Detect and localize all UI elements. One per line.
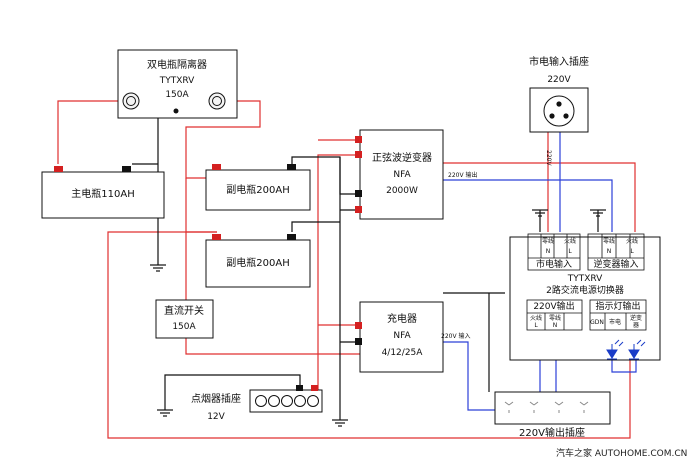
switcher-title: 2路交流电源切换器 — [546, 286, 624, 296]
main-battery-box — [41, 171, 165, 219]
switcher-inverter-live: 火线 — [625, 238, 639, 245]
watermark: 汽车之家 AUTOHOME.COM.CN — [556, 449, 688, 459]
aux-battery-2-box — [205, 239, 311, 288]
switcher-inverter-neutral: 零线 — [602, 238, 616, 245]
switcher-output-neutral: 零线 — [548, 315, 562, 322]
charger-brand: NFA — [393, 331, 411, 341]
mains-socket-voltage: 220V — [547, 75, 571, 85]
switcher-mains-neutral: 零线 — [541, 238, 555, 245]
mains-socket-plug — [543, 95, 575, 127]
switcher-inverter-n: N — [606, 248, 612, 255]
dc-switch-rating: 150A — [172, 322, 196, 332]
dc-switch-title: 直流开关 — [164, 306, 204, 317]
switcher-mains-label: 市电输入 — [535, 260, 573, 270]
isolator-title: 双电瓶隔离器 — [147, 60, 207, 71]
switcher-inverter-l: L — [630, 248, 634, 255]
inverter-title: 正弦波逆变器 — [372, 153, 432, 164]
inverter-box — [359, 129, 444, 220]
switcher-output-label: 220V输出 — [533, 302, 575, 312]
switcher-output-block — [526, 299, 583, 331]
dc-switch-box — [155, 299, 214, 339]
output-socket-outlets — [504, 401, 589, 413]
charger-input-label: 220V 输入 — [441, 333, 471, 340]
switcher-output-l: L — [534, 322, 538, 329]
switcher-output-n: N — [552, 322, 558, 329]
inverter-output-label: 220V 输出 — [448, 172, 478, 179]
switcher-mains-n: N — [545, 248, 551, 255]
switcher-indicator-inverter-1: 逆变 — [629, 315, 643, 322]
main-battery-label: 主电瓶110AH — [71, 189, 135, 200]
charger-box — [359, 301, 444, 373]
positive-wires — [57, 100, 636, 439]
switcher-mains-l: L — [568, 248, 572, 255]
switcher-indicator-label: 指示灯输出 — [595, 302, 641, 312]
indicator-leds — [606, 339, 646, 360]
battery-terminals — [54, 164, 296, 240]
aux-battery-2-label: 副电瓶200AH — [226, 258, 290, 269]
aux-battery-1-label: 副电瓶200AH — [226, 185, 290, 196]
isolator-rating: 150A — [165, 90, 189, 100]
cigarette-socket-neg-terminal — [296, 385, 303, 391]
switcher-indicator-block — [589, 299, 647, 331]
switcher-mains-live: 火线 — [563, 238, 577, 245]
output-socket-label: 220V输出插座 — [519, 428, 585, 439]
cigarette-socket-title: 点烟器插座 — [191, 394, 241, 405]
aux-battery-1-box — [205, 169, 311, 211]
switcher-indicator-inverter-2: 器 — [632, 322, 640, 329]
inverter-brand: NFA — [393, 170, 411, 180]
cigarette-socket-pos-terminal — [311, 385, 318, 391]
inverter-terminals — [355, 136, 362, 213]
isolator-brand: TYTXRV — [159, 76, 195, 86]
switcher-indicator-mains: 市电 — [608, 319, 622, 326]
output-socket-box — [494, 391, 611, 425]
isolator-terminals — [122, 92, 226, 110]
charger-rating: 4/12/25A — [381, 348, 423, 358]
inverter-power: 2000W — [386, 186, 418, 196]
switcher-brand: TYTXRV — [567, 274, 603, 284]
cigarette-socket-holes — [255, 395, 319, 407]
switcher-indicator-gdn: GDN — [590, 319, 604, 326]
isolator-ground-node — [173, 108, 179, 114]
cigarette-socket-voltage: 12V — [207, 412, 225, 422]
switcher-box — [509, 236, 661, 361]
mains-wire-label: 220V — [545, 150, 552, 166]
charger-terminals — [355, 322, 362, 345]
switcher-output-live: 火线 — [529, 315, 543, 322]
switcher-inverter-label: 逆变器输入 — [593, 260, 639, 270]
mains-socket-title: 市电输入插座 — [529, 57, 589, 68]
charger-title: 充电器 — [387, 314, 417, 325]
